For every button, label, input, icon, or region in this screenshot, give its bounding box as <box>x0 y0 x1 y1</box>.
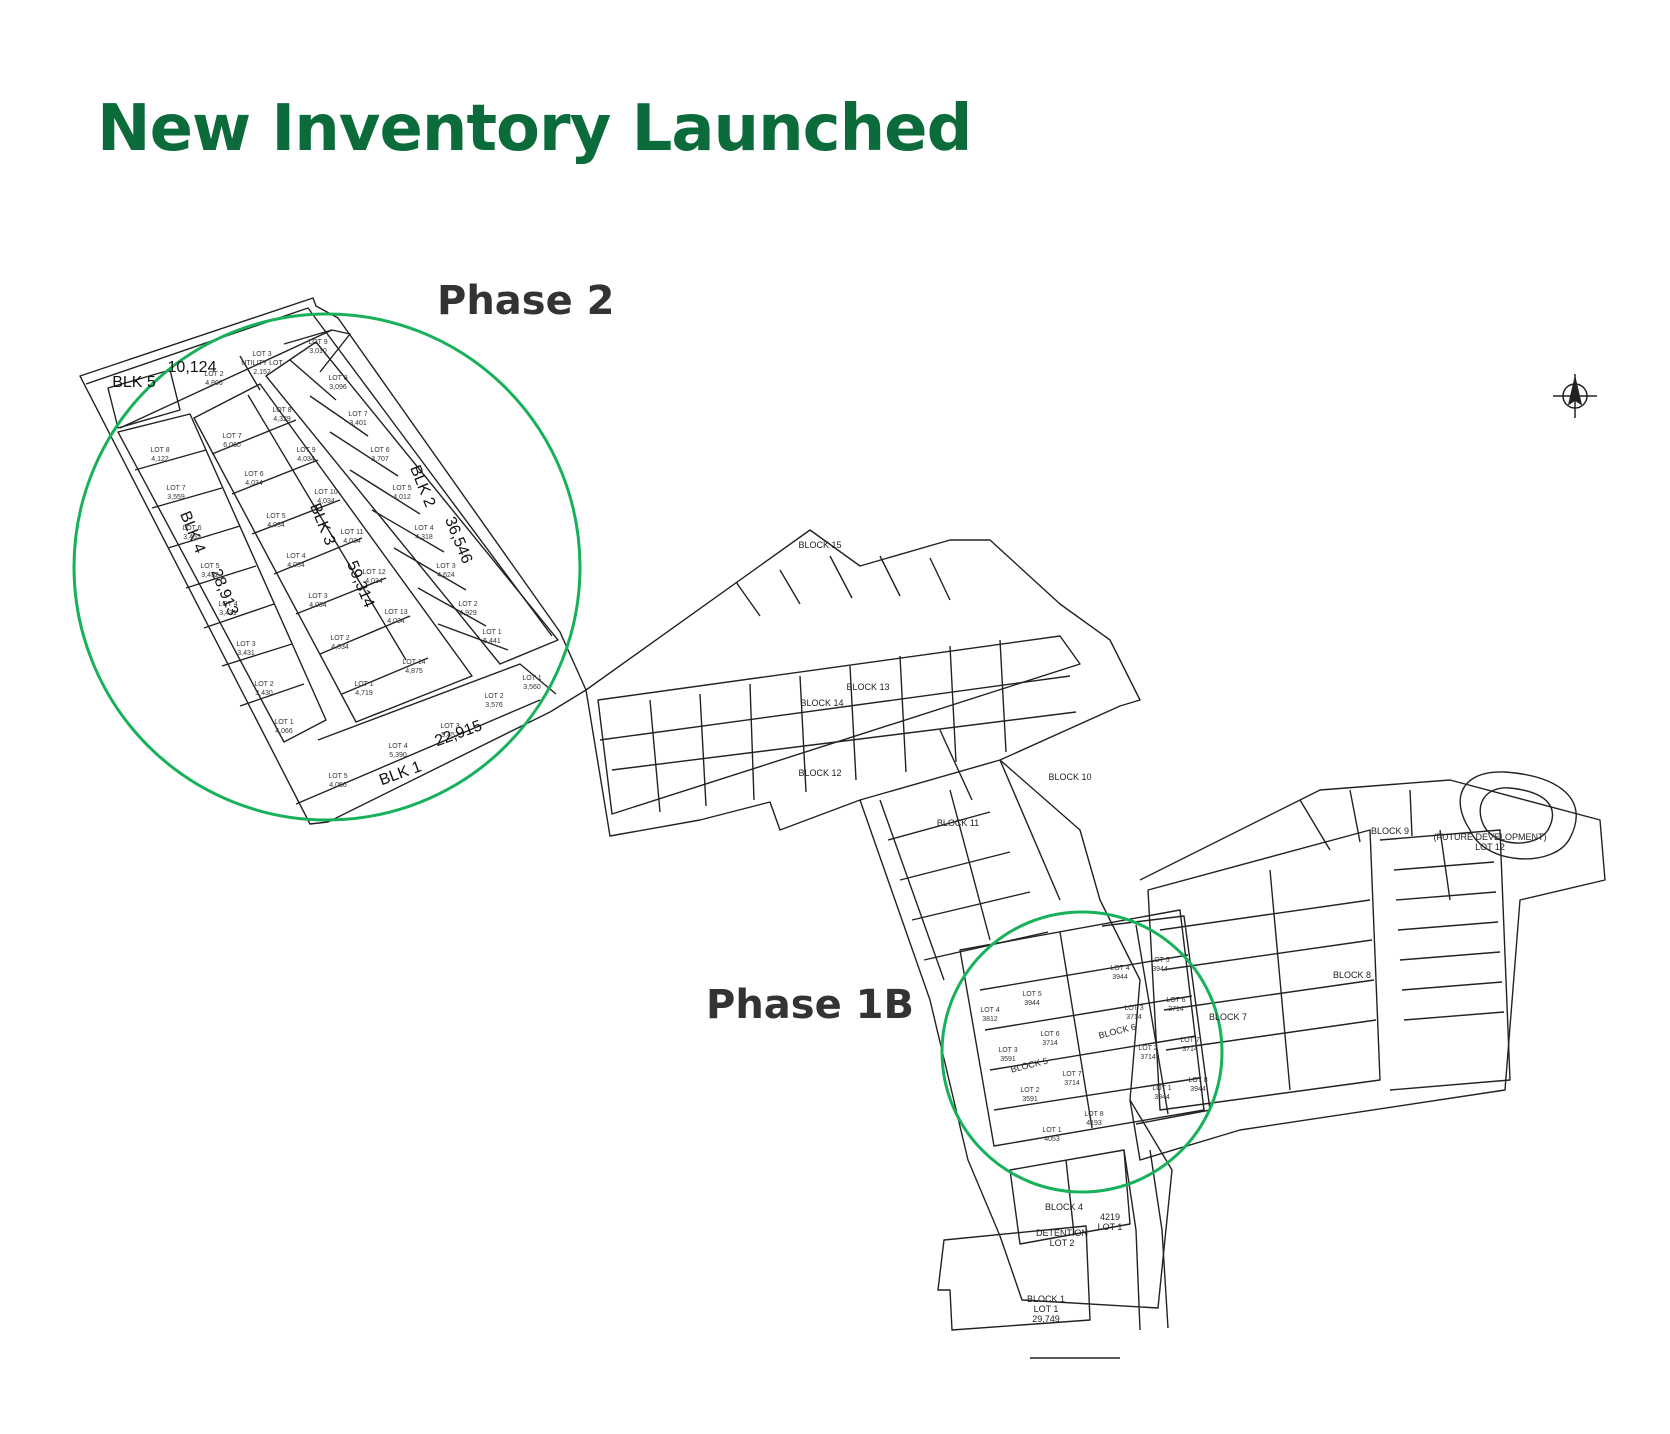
map-label: BLOCK 14 <box>800 698 843 708</box>
phase-1b-label: Phase 1B <box>706 982 914 1028</box>
map-label: BLOCK 8 <box>1333 970 1371 980</box>
blk-2-area: 36,546 <box>441 514 475 566</box>
map-label: BLOCK 10 <box>1048 772 1091 782</box>
phase-2-circle <box>72 312 582 822</box>
map-label: 4219 <box>1100 1212 1120 1222</box>
map-label: BLOCK 11 <box>937 818 979 828</box>
spine-boundary <box>859 759 1173 1309</box>
map-label: BLOCK 13 <box>846 682 889 692</box>
blk-3-label: BLK 3 <box>306 501 338 548</box>
map-label: LOT 1 <box>1098 1222 1123 1232</box>
blk-5-area: 10,124 <box>168 359 217 376</box>
plan-linework <box>79 297 1606 1359</box>
map-label: DETENTION <box>1036 1228 1088 1238</box>
blk-5-label: BLK 5 <box>112 374 156 391</box>
map-label: 29,749 <box>1032 1314 1060 1324</box>
map-label: BLOCK 1 <box>1027 1294 1065 1304</box>
map-label: BLOCK 15 <box>798 540 841 550</box>
map-label: LOT 12 <box>1475 842 1505 852</box>
block-6-label: BLOCK 6 <box>1098 1022 1137 1041</box>
right-boundary <box>1129 779 1606 1161</box>
map-label: BLOCK 4 <box>1045 1202 1083 1212</box>
map-label: (FUTURE DEVELOPMENT) <box>1433 832 1546 842</box>
phase-1b-block-labels: BLOCK 5 BLOCK 6 <box>1010 1022 1137 1075</box>
phase-2-boundary <box>79 297 587 825</box>
north-arrow-icon <box>1553 374 1597 418</box>
map-label: BLOCK 7 <box>1209 1012 1247 1022</box>
blk-1-label: BLK 1 <box>377 758 424 789</box>
map-label: LOT 1 <box>1034 1304 1059 1314</box>
map-label: BLOCK 12 <box>798 768 841 778</box>
phase-1b-circle <box>940 910 1224 1194</box>
map-label: LOT 2 <box>1050 1238 1075 1248</box>
page-title: New Inventory Launched <box>97 92 972 166</box>
middle-boundary <box>585 529 1141 837</box>
phase-2-block-labels: BLK 5 10,124 BLK 4 28,913 BLK 3 59,314 B… <box>112 359 484 789</box>
phase-2-label: Phase 2 <box>437 278 615 324</box>
map-label: BLOCK 9 <box>1371 826 1409 836</box>
